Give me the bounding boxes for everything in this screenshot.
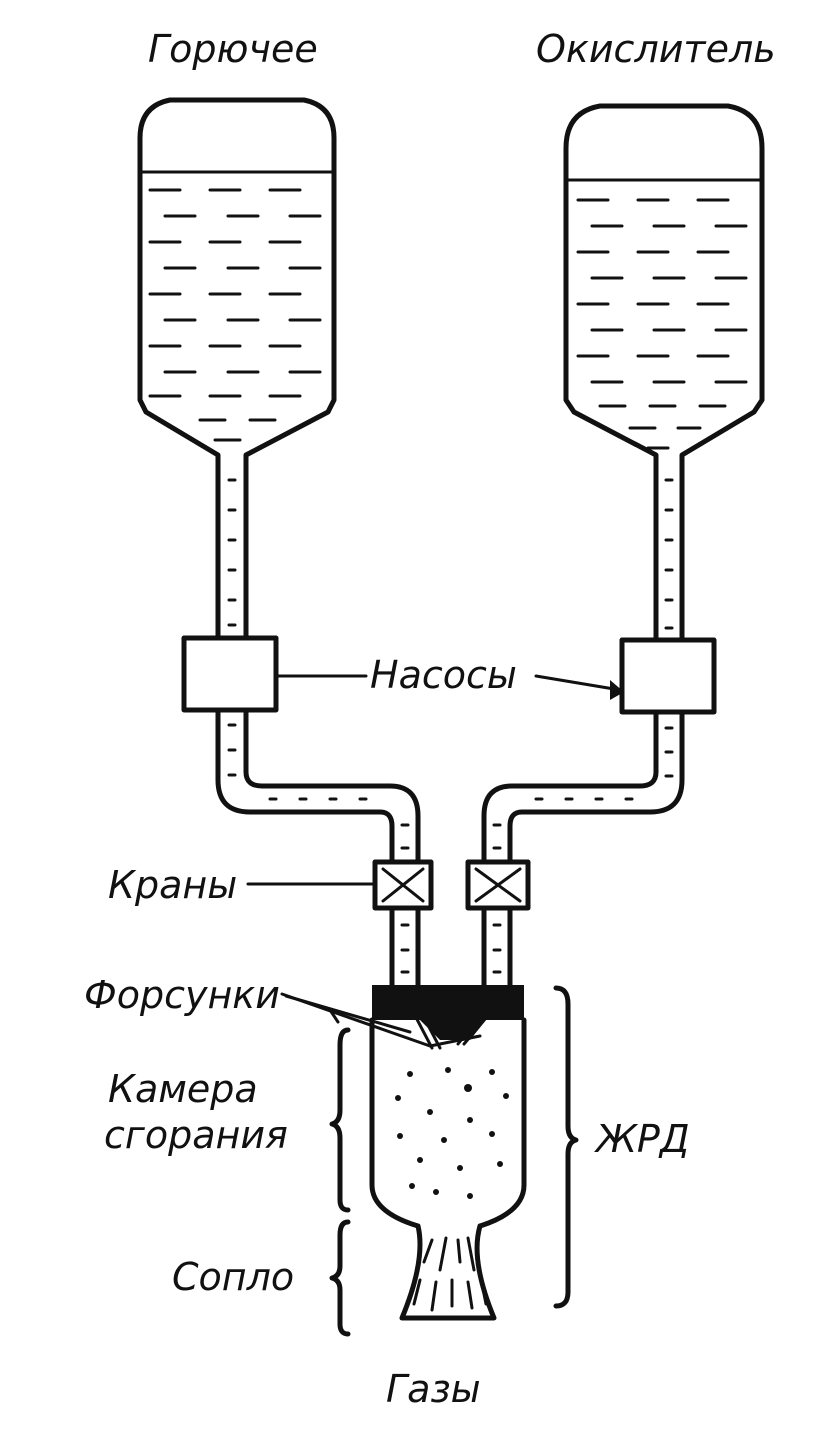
fuel-tank [137, 97, 337, 465]
oxidizer-pump [619, 637, 717, 715]
label-oxidizer: Окислитель [536, 27, 776, 71]
fuel-pipe [215, 459, 421, 988]
combustion-particles [395, 1067, 509, 1199]
label-valves: Краны [108, 863, 237, 907]
label-injectors: Форсунки [84, 973, 280, 1017]
chamber-brace [329, 1027, 351, 1213]
exhaust-streaks [412, 1236, 488, 1312]
combustion-chamber [369, 1017, 527, 1229]
label-pumps: Насосы [370, 653, 517, 697]
oxidizer-tank [563, 103, 765, 465]
label-nozzle: Сопло [172, 1255, 294, 1299]
oxidizer-liquid [576, 198, 748, 450]
oxidizer-valve [465, 859, 531, 911]
engine-brace [553, 985, 579, 1309]
oxidizer-pipe [481, 459, 685, 988]
label-gases: Газы [386, 1367, 481, 1411]
label-chamber-line2: сгорания [104, 1113, 288, 1157]
fuel-liquid [148, 188, 322, 442]
label-engine: ЖРД [594, 1117, 690, 1161]
fuel-valve [372, 859, 434, 911]
nozzle-brace [329, 1219, 351, 1337]
fuel-pump [181, 635, 279, 713]
injector-leaders [280, 992, 482, 1048]
label-chamber-line1: Камера [108, 1067, 258, 1111]
injector-head [372, 985, 524, 1040]
nozzle [399, 1223, 497, 1321]
pump-arrow-right [610, 680, 624, 700]
pump-leader-right [534, 674, 622, 692]
label-fuel: Горючее [148, 27, 318, 71]
